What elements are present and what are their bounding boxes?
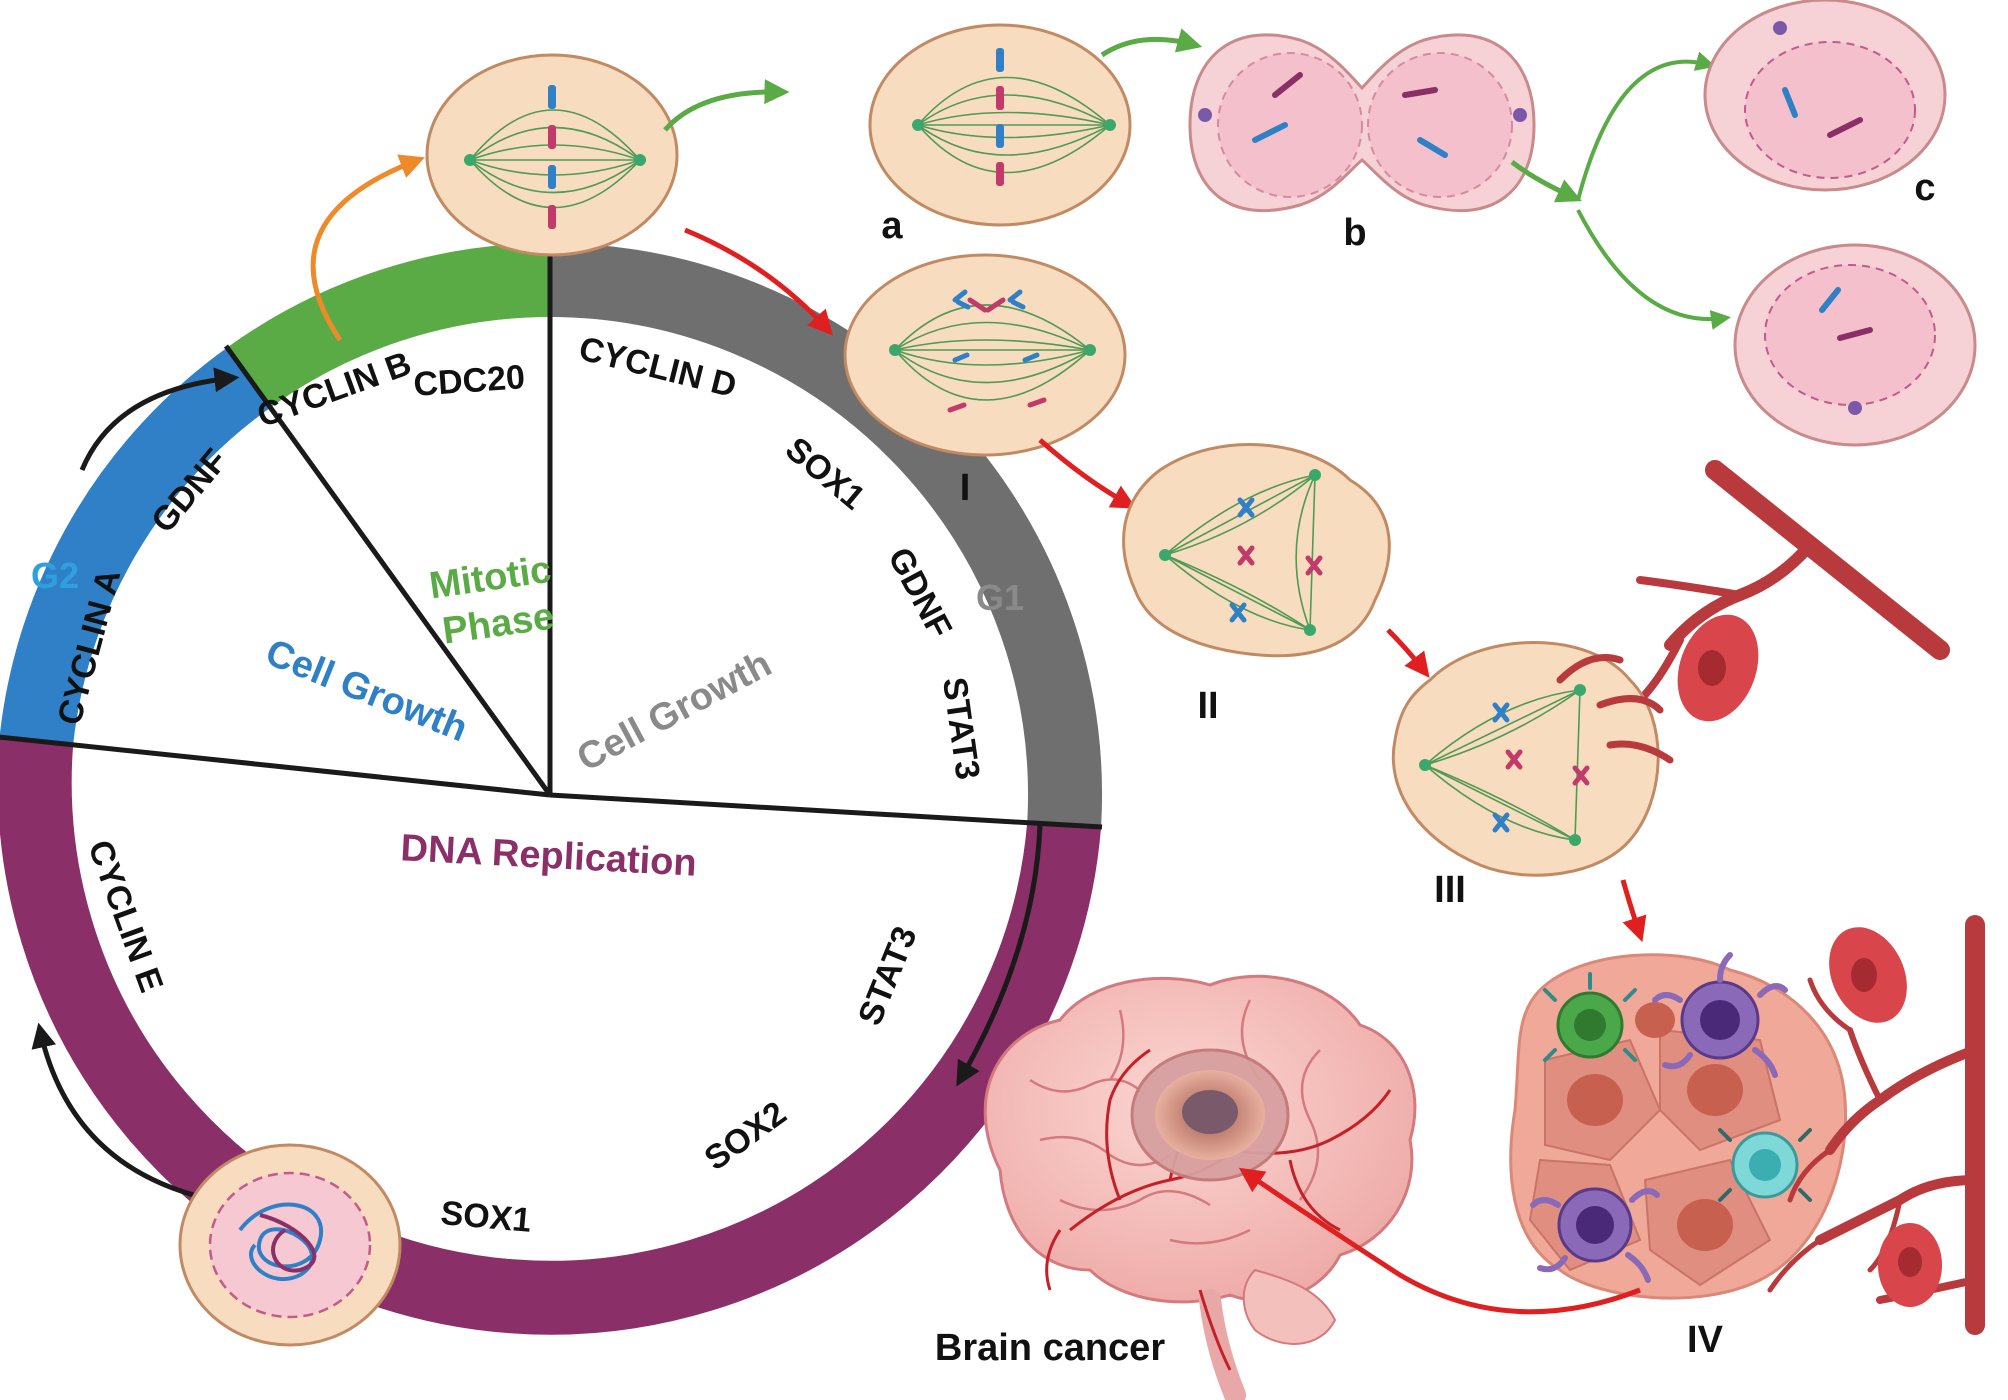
arrow-tumor-to-brain [1238, 1167, 1641, 1315]
daughter-cell-icon [1703, 0, 1947, 192]
arrow-b-to-split [1510, 160, 1582, 203]
phase-label-m: M [357, 299, 387, 340]
cycle-arrows [31, 367, 1043, 1201]
ring-segment-g2 [0, 347, 271, 745]
sector-g1-cell-growth: Cell Growth [570, 643, 778, 780]
ring-segment-s [0, 737, 1102, 1335]
abnormal-cell-III [1391, 641, 1674, 877]
arrow-split-to-c-top [1576, 51, 1716, 201]
interphase-cell-icon [178, 1143, 402, 1347]
ring-label-cdc20: CDC20 [412, 358, 526, 404]
stage-label-II: II [1197, 685, 1218, 727]
ring-label-stat3-g1: STAT3 [935, 675, 987, 782]
brain-cancer-label: Brain cancer [935, 1327, 1165, 1369]
telophase-cell-icon [1188, 33, 1536, 213]
arrow-metaphase-to-a [663, 79, 790, 132]
phase-label-g2: G2 [31, 555, 79, 596]
ring-label-sox1-g1: SOX1 [778, 430, 872, 517]
daughter-cell-icon [1733, 243, 1977, 447]
immune-cell-icon [1652, 952, 1788, 1078]
ring-label-gdnf-g1: GDNF [880, 541, 959, 644]
stage-label-I: I [960, 467, 971, 509]
immune-cell-icon [1718, 1128, 1812, 1202]
phase-label-g1: G1 [976, 577, 1024, 618]
ring-label-sox2: SOX2 [698, 1094, 794, 1178]
sector-mitotic-line2: Phase [440, 596, 557, 653]
sector-dividers [0, 242, 1103, 830]
abnormal-cell-I [843, 253, 1127, 457]
ring-label-stat3-s: STAT3 [851, 921, 925, 1030]
anaphase-cell-icon [868, 23, 1132, 227]
immune-cell-icon [1530, 1187, 1660, 1283]
tumor-mass-icon [1509, 953, 1848, 1300]
phase-label-s: S [523, 1265, 547, 1306]
stage-label-III: III [1434, 869, 1466, 911]
arrow-metaphase-to-I [684, 227, 833, 336]
ring-label-sox1-s: SOX1 [439, 1194, 533, 1240]
immune-cell-icon [1543, 972, 1637, 1062]
brain-icon [983, 974, 1417, 1400]
stage-label-b: b [1343, 212, 1366, 254]
stage-label-a: a [881, 205, 903, 247]
arrow-I-to-II [1038, 438, 1137, 509]
sector-dna-replication: DNA Replication [400, 827, 698, 884]
metaphase-cell-icon [425, 53, 679, 257]
stage-label-IV: IV [1687, 1319, 1724, 1361]
arrow-split-to-c-bottom [1576, 209, 1731, 330]
arrow-III-to-IV [1620, 879, 1647, 943]
cell-cycle-wheel: CYCLIN B CDC20 CYCLIN D SOX1 GDNF STAT3 … [0, 242, 1103, 1335]
arrow-a-to-b [1100, 28, 1203, 58]
arrow-II-to-III [1386, 628, 1430, 678]
sector-g2-cell-growth: Cell Growth [260, 631, 473, 750]
ring-segment-m [227, 243, 551, 408]
abnormal-cell-II [1122, 443, 1391, 658]
stage-label-c: c [1914, 167, 1935, 209]
arrow-m-to-metaphase [310, 154, 426, 342]
